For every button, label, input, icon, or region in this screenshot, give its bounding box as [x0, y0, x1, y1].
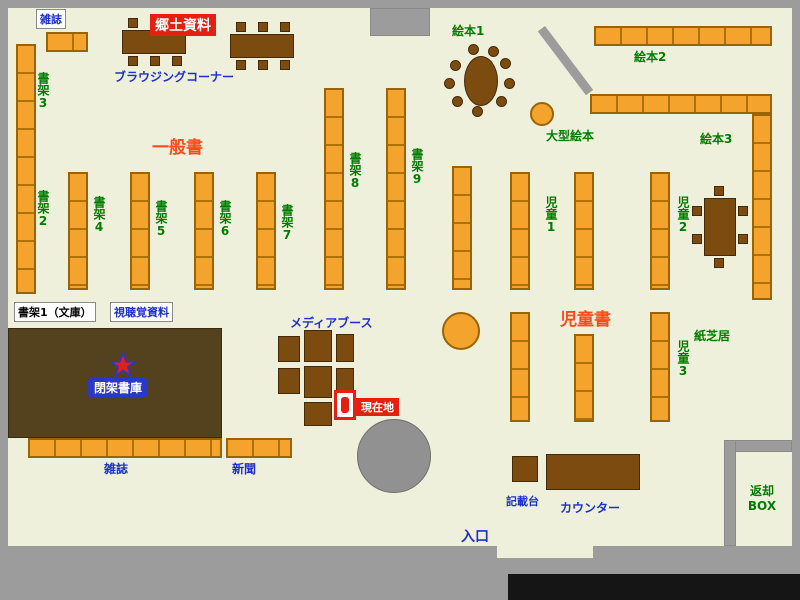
kamishibai-label: 紙芝居: [694, 329, 731, 343]
media-booth-current: [334, 390, 356, 420]
browsing-table-2: [230, 34, 294, 58]
chair: [496, 96, 507, 107]
star-icon: [110, 352, 136, 378]
bookshelf-children-lower-mid: [574, 334, 594, 422]
browsing-corner-label: ブラウジングコーナー: [114, 70, 235, 84]
children-table: [704, 198, 736, 256]
magazine-rack-bottom: [28, 438, 222, 458]
top-wall-pillar: [370, 8, 430, 36]
bookshelf-9: [386, 88, 406, 290]
chair: [714, 186, 724, 196]
outside-dark-area: [508, 574, 800, 600]
chair: [128, 18, 138, 28]
media-booth: [304, 330, 332, 362]
large-picture-book-stand: [530, 102, 554, 126]
current-location-marker: 現在地: [356, 398, 399, 416]
chair: [280, 22, 290, 32]
bookshelf-8: [324, 88, 344, 290]
media-booth: [278, 368, 300, 394]
closed-stacks-label: 閉架書庫: [88, 378, 149, 397]
bookshelf-center: [452, 166, 472, 290]
column-pillar: [357, 419, 431, 493]
media-booth: [304, 366, 332, 398]
chair: [236, 60, 246, 70]
bookshelf-children-1: [510, 172, 530, 290]
counter-label: カウンター: [560, 501, 621, 515]
picture-books-2-label: 絵本2: [634, 50, 667, 64]
picture-books-3-label: 絵本3: [700, 132, 733, 146]
magazines-top-label: 雑誌: [36, 9, 66, 29]
audio-visual-label: 視聴覚資料: [110, 302, 173, 322]
shelf-5-label: 書架5: [154, 200, 168, 238]
picture-book-shelf-wall-right: [752, 114, 772, 300]
chair: [692, 206, 702, 216]
bookshelf-5: [130, 172, 150, 290]
chair: [444, 78, 455, 89]
bookshelf-children-lower-1: [510, 312, 530, 422]
newspapers-label: 新聞: [232, 462, 257, 476]
chair: [258, 60, 268, 70]
entrance-label: 入口: [461, 529, 489, 545]
kids-round-table: [442, 312, 480, 350]
newspaper-rack: [226, 438, 292, 458]
chair: [258, 22, 268, 32]
shelf-1-bunko-label: 書架1（文庫）: [14, 302, 96, 322]
magazine-rack-top: [46, 32, 88, 52]
shelf-7-label: 書架7: [280, 204, 294, 242]
chair: [172, 56, 182, 66]
media-booth: [278, 336, 300, 362]
bookshelf-wall-left: [16, 44, 36, 294]
chair: [738, 234, 748, 244]
entrance-opening: [497, 546, 593, 558]
chair: [236, 22, 246, 32]
general-books-label: 一般書: [152, 138, 203, 158]
bookshelf-6: [194, 172, 214, 290]
chair: [472, 106, 483, 117]
return-box-label: 返却 BOX: [747, 484, 777, 513]
bookshelf-children-mid: [574, 172, 594, 290]
writing-desk-label: 記載台: [506, 495, 539, 508]
picture-books-1-label: 絵本1: [452, 24, 485, 38]
shelf-2-label: 書架2: [36, 190, 50, 228]
chair: [738, 206, 748, 216]
children-2-label: 児童2: [676, 196, 690, 234]
current-location-booth-marker: [341, 397, 349, 413]
chair: [500, 58, 511, 69]
chair: [692, 234, 702, 244]
bookshelf-4: [68, 172, 88, 290]
chair: [504, 78, 515, 89]
chair: [150, 56, 160, 66]
counter-desk: [546, 454, 640, 490]
picture-book-shelf-top: [594, 26, 772, 46]
bookshelf-children-3: [650, 312, 670, 422]
children-books-label: 児童書: [560, 310, 611, 330]
chair: [488, 46, 499, 57]
shelf-6-label: 書架6: [218, 200, 232, 238]
chair: [280, 60, 290, 70]
media-booth-label: メディアブース: [290, 316, 373, 330]
media-booth: [304, 402, 332, 426]
bookshelf-children-2: [650, 172, 670, 290]
local-materials-label: 郷土資料: [150, 14, 216, 36]
shelf-8-label: 書架8: [348, 152, 362, 190]
children-1-label: 児童1: [544, 196, 558, 234]
shelf-9-label: 書架9: [410, 148, 424, 186]
chair: [452, 96, 463, 107]
reading-table-round: [464, 56, 498, 106]
chair: [468, 44, 479, 55]
picture-book-shelf-2: [590, 94, 772, 114]
bookshelf-7: [256, 172, 276, 290]
writing-desk: [512, 456, 538, 482]
large-picture-books-label: 大型絵本: [546, 129, 595, 143]
chair: [450, 60, 461, 71]
shelf-3-label: 書架3: [36, 72, 50, 110]
return-box-wall-vertical: [724, 440, 736, 546]
shelf-4-label: 書架4: [92, 196, 106, 234]
chair: [128, 56, 138, 66]
chair: [714, 258, 724, 268]
media-booth: [336, 334, 354, 362]
children-3-label: 児童3: [676, 340, 690, 378]
magazines-bottom-label: 雑誌: [104, 462, 129, 476]
